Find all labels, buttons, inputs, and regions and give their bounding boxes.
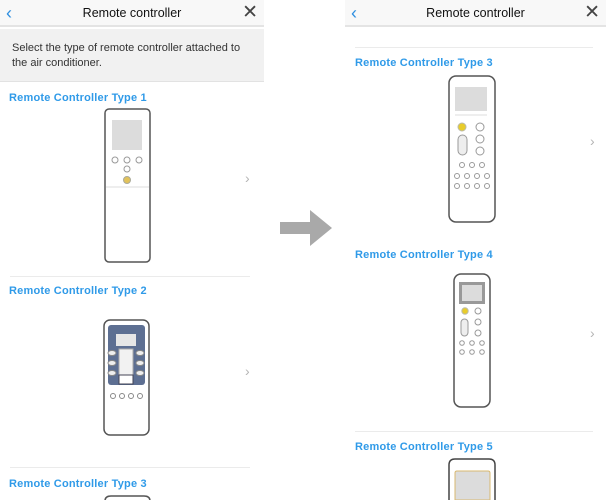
item-label: Remote Controller Type 5 [355,441,493,453]
remote-type-1-image [104,108,151,263]
right-screen: ‹ Remote controller ✕ Remote Controller … [345,0,606,500]
back-button[interactable]: ‹ [351,3,357,23]
remote-type-5-image [448,458,496,500]
chevron-right-icon[interactable]: › [590,325,595,341]
divider [355,47,593,48]
remote-type-2-item[interactable]: Remote Controller Type 2 › [0,277,264,467]
remote-type-2-image [103,319,150,436]
left-screen: ‹ Remote controller ✕ Select the type of… [0,0,264,500]
header: ‹ Remote controller ✕ [345,0,606,27]
close-button[interactable]: ✕ [584,2,600,23]
close-button[interactable]: ✕ [242,2,258,23]
item-label: Remote Controller Type 4 [355,249,493,261]
arrow-right-icon [280,210,332,246]
divider [355,431,593,432]
item-label: Remote Controller Type 1 [9,92,147,104]
item-label: Remote Controller Type 2 [9,285,147,297]
remote-type-3-image [448,75,496,223]
chevron-right-icon[interactable]: › [245,170,250,186]
remote-type-1-item[interactable]: Remote Controller Type 1 › [0,84,264,276]
header: ‹ Remote controller ✕ [0,0,264,27]
divider [10,276,250,277]
chevron-right-icon[interactable]: › [245,363,250,379]
item-label: Remote Controller Type 3 [355,57,493,69]
remote-type-3-item[interactable]: Remote Controller Type 3 [0,468,264,500]
item-label: Remote Controller Type 3 [9,478,147,490]
remote-type-5-item[interactable]: Remote Controller Type 5 [345,432,606,500]
page-title: Remote controller [82,6,182,20]
remote-type-3-image [104,495,151,500]
remote-type-4-item[interactable]: Remote Controller Type 4 › [345,240,606,430]
chevron-right-icon[interactable]: › [590,133,595,149]
remote-type-3-item[interactable]: Remote Controller Type 3 › [345,48,606,238]
instruction-text: Select the type of remote controller att… [0,29,264,82]
back-button[interactable]: ‹ [6,3,12,23]
divider [10,467,250,468]
remote-type-4-image [453,273,491,408]
page-title: Remote controller [426,6,525,20]
